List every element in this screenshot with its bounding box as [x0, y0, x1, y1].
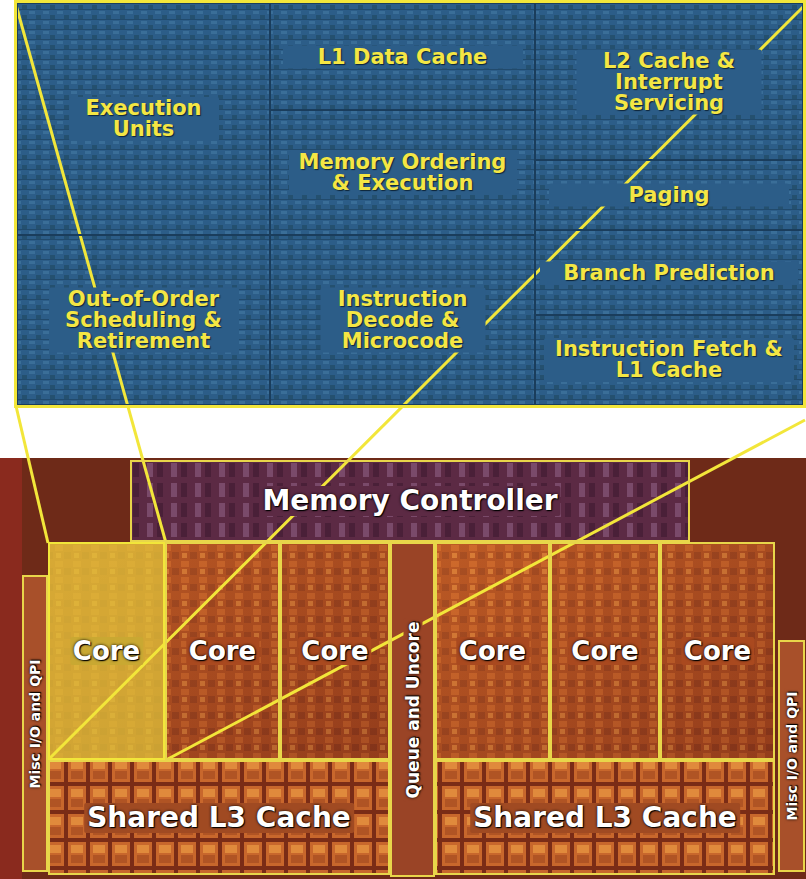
region-label: Execution Units — [69, 97, 219, 141]
block-label: Core — [456, 637, 529, 665]
die-block: Memory Controller — [130, 460, 690, 542]
core-region: Instruction Decode & Microcode — [270, 235, 535, 405]
region-label: Out-of-Order Scheduling & Retirement — [49, 288, 239, 353]
region-label: Instruction Decode & Microcode — [320, 288, 485, 353]
die-block: Core — [660, 542, 775, 760]
core-region: Paging — [535, 160, 803, 230]
die-block: Core — [48, 542, 165, 760]
die-block: Core — [550, 542, 660, 760]
block-label: Misc I/O and QPI — [784, 688, 800, 823]
region-label: L1 Data Cache — [283, 45, 523, 68]
core-region: L1 Data Cache — [270, 3, 535, 110]
core-region: Branch Prediction — [535, 230, 803, 315]
core-region: Memory Ordering & Execution — [270, 110, 535, 235]
block-label: Core — [681, 637, 754, 665]
die-block: Misc I/O and QPI — [22, 575, 48, 872]
core-region: L2 Cache & Interrupt Servicing — [535, 3, 803, 160]
block-label: Queue and Uncore — [403, 618, 422, 801]
die-block: Queue and Uncore — [390, 542, 435, 877]
block-label: Core — [568, 637, 641, 665]
region-label: L2 Cache & Interrupt Servicing — [577, 49, 762, 114]
block-label: Shared L3 Cache — [84, 803, 354, 833]
die-block: Misc I/O and QPI — [778, 640, 805, 872]
block-label: Core — [186, 637, 259, 665]
core-region: Execution Units — [17, 3, 270, 235]
die-block: Core — [435, 542, 550, 760]
die-block: Shared L3 Cache — [435, 760, 775, 875]
core-region: Instruction Fetch & L1 Cache — [535, 315, 803, 405]
die-block: Core — [165, 542, 280, 760]
region-label: Branch Prediction — [540, 261, 798, 284]
region-label: Instruction Fetch & L1 Cache — [544, 338, 794, 382]
die-block: Core — [280, 542, 390, 760]
core-region: Out-of-Order Scheduling & Retirement — [17, 235, 270, 405]
region-label: Memory Ordering & Execution — [289, 151, 517, 195]
block-label: Shared L3 Cache — [470, 803, 740, 833]
block-label: Misc I/O and QPI — [27, 656, 43, 791]
block-label: Core — [70, 637, 143, 665]
block-label: Memory Controller — [259, 486, 560, 516]
region-label: Paging — [549, 184, 789, 207]
die-block: Shared L3 Cache — [48, 760, 390, 875]
block-label: Core — [298, 637, 371, 665]
